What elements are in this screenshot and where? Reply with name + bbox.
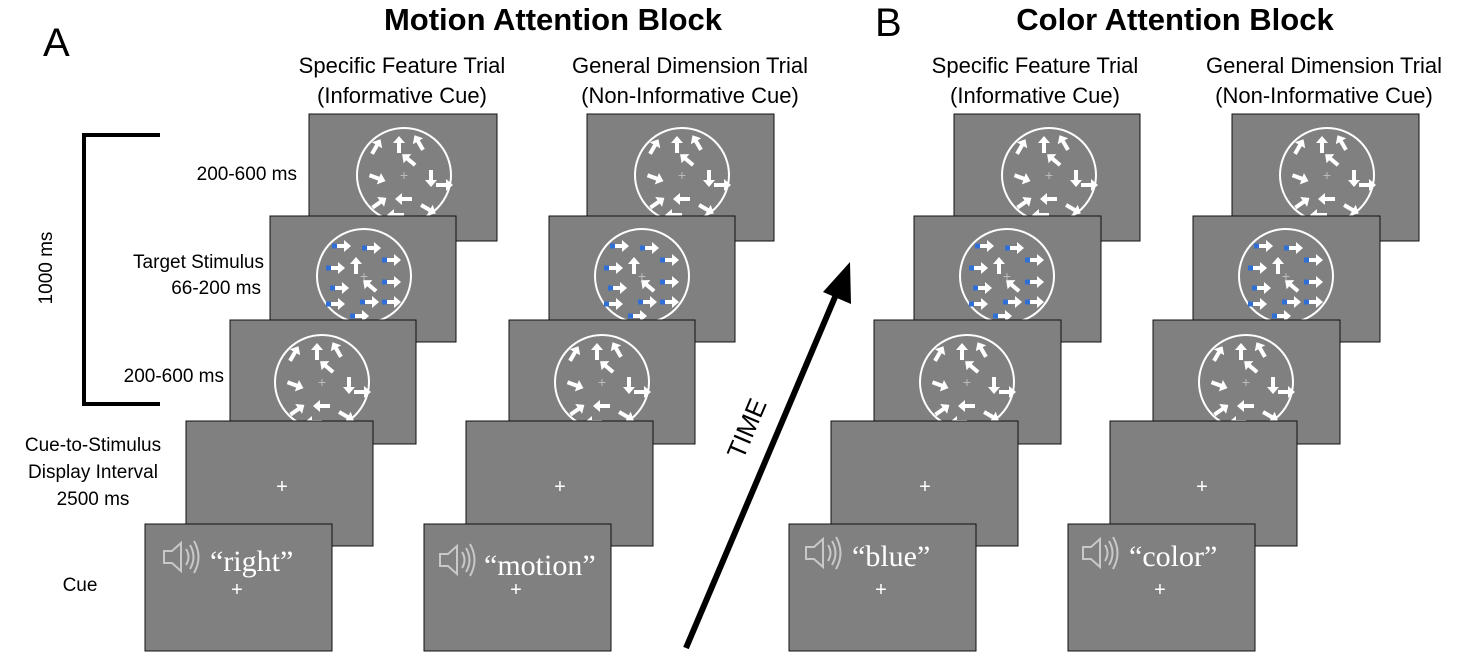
fixation-cross: + (1196, 476, 1208, 498)
panel-b-col2-heading: General Dimension Trial (1206, 53, 1442, 78)
time-arrow-head (823, 262, 851, 304)
time-arrow-shaft (683, 288, 841, 650)
label-interval-line3: 2500 ms (57, 489, 130, 510)
label-pre-stimulus: 200-600 ms (124, 366, 224, 387)
panel-a-col2-subheading: (Non-Informative Cue) (581, 83, 799, 108)
fixation-cross: + (554, 476, 566, 498)
label-interval-line1: Cue-to-Stimulus (25, 435, 161, 456)
fixation-cross: + (919, 476, 931, 498)
b1-cue-screen: “blue” + (788, 523, 977, 652)
panel-a-col1-subheading: (Informative Cue) (317, 83, 487, 108)
cue-word: “right” (210, 545, 293, 578)
panel-a-letter: A (43, 21, 70, 65)
bracket-label: 1000 ms (36, 232, 57, 305)
label-cue: Cue (63, 575, 98, 596)
panel-a-col2-heading: General Dimension Trial (572, 53, 808, 78)
cue-word: “blue” (852, 540, 930, 573)
a1-cue-screen: “right” + (144, 523, 333, 652)
panel-b-title: Color Attention Block (1016, 2, 1334, 37)
label-target-stimulus: Target Stimulus (133, 252, 264, 273)
cue-word: “color” (1129, 540, 1217, 573)
panel-b-col2-subheading: (Non-Informative Cue) (1215, 83, 1433, 108)
fixation-cross: + (276, 476, 288, 498)
panel-b-letter: B (875, 1, 902, 45)
label-post-stimulus: 200-600 ms (197, 164, 297, 185)
b2-cue-screen: “color” + (1067, 523, 1256, 652)
panel-b-col1-subheading: (Informative Cue) (950, 83, 1120, 108)
label-interval-line2: Display Interval (28, 462, 158, 483)
cue-word: “motion” (484, 549, 596, 582)
panel-a-col1-heading: Specific Feature Trial (299, 53, 506, 78)
fixation-cross: + (1154, 579, 1166, 601)
fixation-cross: + (875, 579, 887, 601)
duration-bracket (82, 133, 160, 406)
fixation-cross: + (510, 579, 522, 601)
a2-cue-screen: “motion” + (423, 523, 612, 652)
panel-a-title: Motion Attention Block (384, 2, 723, 37)
label-target-duration: 66-200 ms (171, 278, 261, 299)
fixation-cross: + (231, 579, 243, 601)
panel-b-col1-heading: Specific Feature Trial (932, 53, 1139, 78)
time-label: TIME (721, 394, 773, 463)
